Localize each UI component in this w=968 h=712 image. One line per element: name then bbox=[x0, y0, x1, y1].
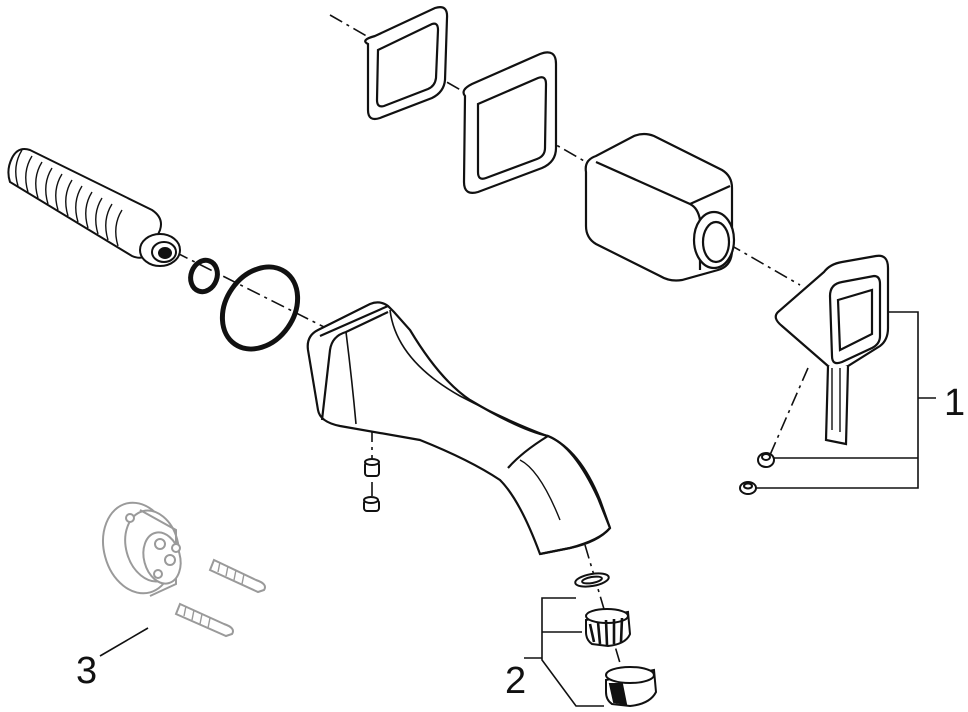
callout-label-2: 2 bbox=[505, 660, 527, 702]
callout-3-leader bbox=[99, 627, 149, 657]
o-ring-small bbox=[188, 257, 220, 295]
escutcheon-plate-large bbox=[462, 51, 558, 194]
axis-handle-screw bbox=[769, 367, 809, 456]
callout-1-bracket bbox=[756, 311, 936, 489]
bath-spout bbox=[306, 301, 612, 556]
lever-handle bbox=[774, 254, 890, 446]
escutcheon-plate-small bbox=[364, 6, 449, 121]
aerator-housing bbox=[605, 666, 658, 708]
o-ring-large bbox=[219, 264, 301, 352]
handle-housing bbox=[584, 132, 736, 282]
rough-in-valve-body bbox=[102, 501, 182, 597]
spout-set-screw bbox=[363, 458, 380, 512]
mounting-screw-lower bbox=[174, 602, 234, 638]
aerator-insert bbox=[585, 608, 632, 648]
mounting-screw-upper bbox=[208, 558, 266, 594]
axis-hose bbox=[174, 251, 331, 331]
callout-label-1: 1 bbox=[944, 382, 966, 424]
callout-2-bracket bbox=[524, 597, 604, 707]
aerator-set bbox=[574, 572, 658, 708]
flexible-hose bbox=[7, 148, 181, 267]
mounting-screws bbox=[174, 558, 266, 638]
handle-set-screws bbox=[739, 452, 775, 495]
callout-label-3: 3 bbox=[76, 650, 98, 692]
